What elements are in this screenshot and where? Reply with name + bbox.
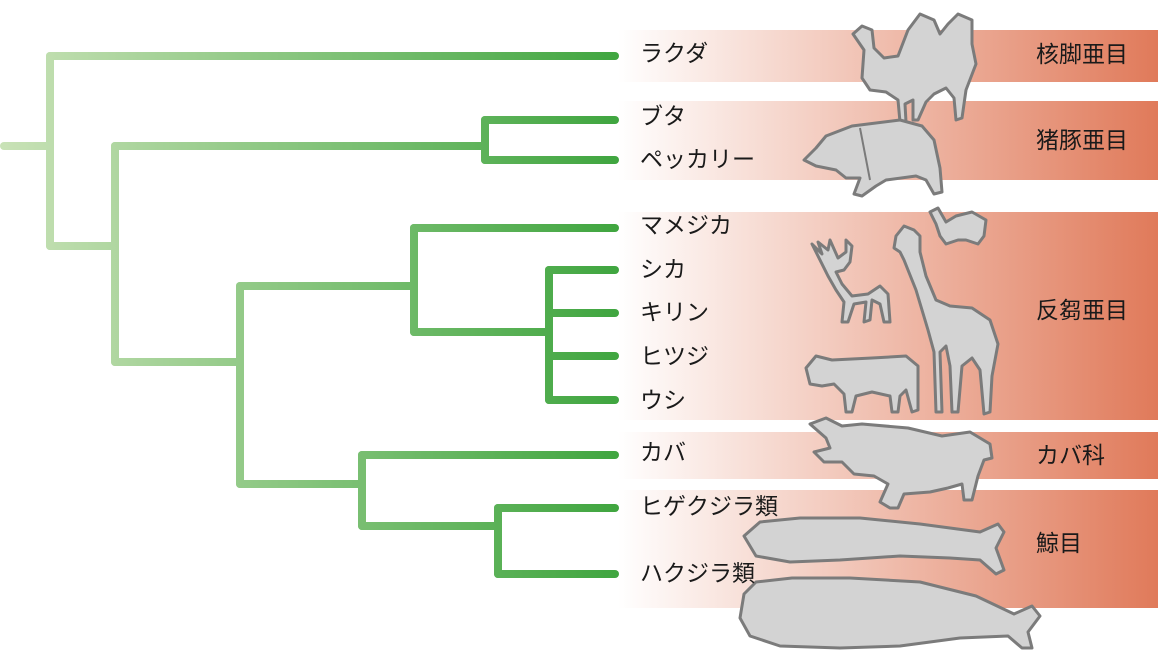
camel-icon [851, 12, 978, 124]
cow-icon [804, 354, 920, 414]
taxon-label-toothed-whales: ハクジラ類 [640, 561, 755, 587]
taxon-label-giraffe: キリン [640, 300, 709, 326]
taxon-label-hippo: カバ [640, 440, 686, 466]
taxon-label-cattle: ウシ [640, 388, 686, 414]
peccary-icon [802, 118, 944, 198]
sperm-whale-icon [738, 576, 1042, 650]
giraffe-icon [892, 224, 1000, 416]
taxon-label-baleen-whales: ヒゲクジラ類 [640, 494, 778, 520]
peccary-outline-icon [859, 127, 871, 181]
taxon-label-pig: ブタ [640, 104, 686, 130]
group-label-suina: 猪豚亜目 [1036, 128, 1128, 154]
taxon-label-camel: ラクダ [640, 41, 709, 67]
tree-branches [0, 52, 619, 578]
baleen-whale-icon [742, 516, 1006, 576]
taxon-label-sheep: ヒツジ [640, 344, 709, 370]
taxon-label-peccary: ペッカリー [640, 147, 755, 173]
taxon-label-deer: シカ [640, 257, 686, 283]
fawn-icon [928, 206, 988, 246]
hippo-icon [808, 416, 994, 510]
group-label-tylopoda: 核脚亜目 [1036, 42, 1128, 68]
group-label-cetacea: 鯨目 [1036, 531, 1082, 557]
group-label-hippopotamidae: カバ科 [1036, 443, 1105, 469]
group-label-ruminantia: 反芻亜目 [1036, 298, 1128, 324]
taxon-label-chevrotain: マメジカ [640, 213, 732, 239]
deer-icon [810, 238, 892, 324]
